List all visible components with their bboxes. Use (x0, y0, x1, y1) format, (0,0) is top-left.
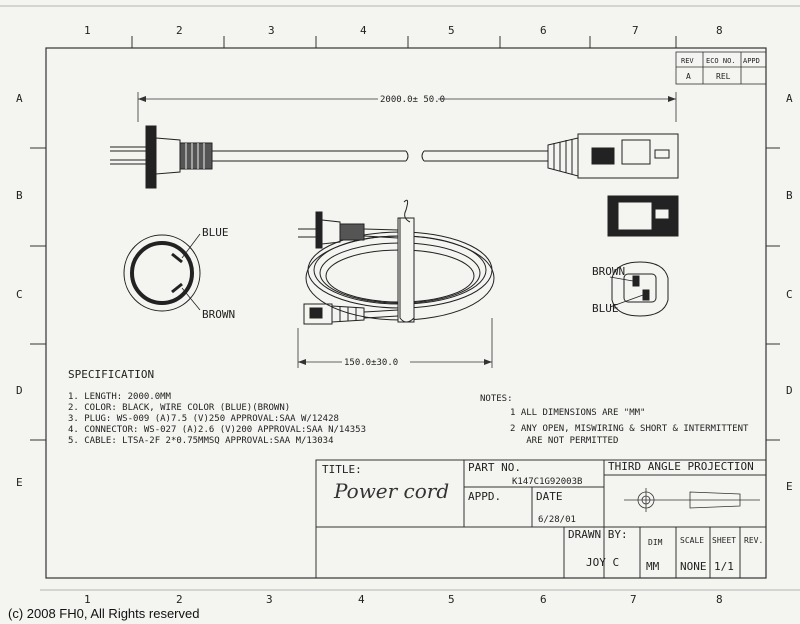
grid-col-bottom-2: 2 (176, 593, 183, 606)
date-label: DATE (536, 490, 563, 503)
plug-face-view (123, 233, 201, 312)
title-value: Power cord (333, 479, 449, 503)
spec-line-2: 2. COLOR: BLACK, WIRE COLOR (BLUE)(BROWN… (68, 403, 290, 413)
third-angle-projection-symbol (624, 488, 760, 512)
grid-col-top-4: 4 (360, 24, 367, 37)
grid-row-right-e: E (786, 480, 793, 493)
grid-col-top-5: 5 (448, 24, 455, 37)
grid-col-top-1: 1 (84, 24, 91, 37)
grid-row-right-a: A (786, 92, 793, 105)
note-line-1: 1 ALL DIMENSIONS ARE "MM" (510, 408, 645, 418)
grid-row-right-b: B (786, 189, 793, 202)
part-no-label: PART NO. (468, 461, 521, 474)
drawn-by-value: JOY C (586, 556, 619, 569)
dim-label: DIM (648, 538, 663, 547)
revision-block: REV ECO NO. APPD A REL (675, 51, 767, 85)
coiled-cord-view (298, 199, 495, 325)
grid-row-right-c: C (786, 288, 793, 301)
dim-value: MM (646, 560, 660, 573)
plug-brown-label: BROWN (202, 308, 235, 321)
copyright-notice: (c) 2008 FH0, All Rights reserved (8, 606, 200, 621)
eco-header: ECO NO. (706, 57, 736, 65)
grid-row-left-a: A (16, 92, 23, 105)
grid-col-bottom-5: 5 (448, 593, 455, 606)
grid-col-bottom-7: 7 (630, 593, 637, 606)
coil-width-dimension: 150.0±30.0 (297, 318, 493, 368)
connector-blue-label: BLUE (592, 302, 619, 315)
spec-line-5: 5. CABLE: LTSA-2F 2*0.75MMSQ APPROVAL:SA… (68, 436, 334, 446)
grid-col-bottom-8: 8 (716, 593, 723, 606)
spec-line-4: 4. CONNECTOR: WS-027 (A)2.6 (V)200 APPRO… (68, 425, 366, 435)
coil-width-label: 150.0±30.0 (344, 358, 398, 368)
connector-front-view (607, 195, 679, 237)
sheet-label: SHEET (712, 536, 736, 545)
grid-col-top-3: 3 (268, 24, 275, 37)
length-dimension: 2000.0± 50.0 (137, 92, 677, 122)
rev-label: REV. (744, 536, 763, 545)
spec-line-3: 3. PLUG: WS-009 (A)7.5 (V)250 APPROVAL:S… (68, 414, 339, 424)
grid-col-bottom-4: 4 (358, 593, 365, 606)
grid-col-bottom-6: 6 (540, 593, 547, 606)
grid-row-left-b: B (16, 189, 23, 202)
spec-line-1: 1. LENGTH: 2000.0MM (68, 392, 172, 402)
grid-top-labels: 1 2 3 4 5 6 7 8 (84, 24, 723, 48)
plug-side-view (110, 125, 548, 189)
grid-col-top-2: 2 (176, 24, 183, 37)
grid-row-left-e: E (16, 476, 23, 489)
notes-block: NOTES: 1 ALL DIMENSIONS ARE "MM" 2 ANY O… (480, 394, 749, 446)
title-label: TITLE: (322, 463, 362, 476)
grid-col-top-7: 7 (632, 24, 639, 37)
plug-blue-label: BLUE (202, 226, 229, 239)
appd-label: APPD. (468, 490, 501, 503)
grid-row-left-c: C (16, 288, 23, 301)
connector-side-view (547, 133, 679, 179)
specification-title: SPECIFICATION (68, 368, 154, 381)
date-value: 6/28/01 (538, 515, 576, 525)
sheet-value: 1/1 (714, 560, 734, 573)
grid-col-top-8: 8 (716, 24, 723, 37)
grid-row-labels: A B C D E A B C D E (16, 92, 793, 493)
part-no-value: K147C1G92003B (512, 477, 582, 487)
note-line-2: 2 ANY OPEN, MISWIRING & SHORT & INTERMIT… (510, 424, 749, 434)
drawn-by-label: DRAWN BY: (568, 528, 628, 541)
title-block (315, 459, 767, 579)
appd-header: APPD (743, 57, 760, 65)
grid-row-right-d: D (786, 384, 793, 397)
scale-label: SCALE (680, 536, 704, 545)
connector-face-view (609, 261, 669, 317)
scale-value: NONE (680, 560, 707, 573)
grid-col-top-6: 6 (540, 24, 547, 37)
grid-bottom-labels: 1 2 3 4 5 6 7 8 (84, 593, 723, 606)
rev-header: REV (681, 57, 694, 65)
projection-label: THIRD ANGLE PROJECTION (608, 460, 754, 473)
grid-col-bottom-1: 1 (84, 593, 91, 606)
notes-title: NOTES: (480, 394, 513, 404)
eco-value: REL (716, 72, 731, 81)
connector-brown-label: BROWN (592, 265, 625, 278)
grid-col-bottom-3: 3 (266, 593, 273, 606)
rev-value: A (686, 72, 691, 81)
note-line-3: ARE NOT PERMITTED (510, 436, 618, 446)
grid-row-left-d: D (16, 384, 23, 397)
overall-length-label: 2000.0± 50.0 (380, 95, 445, 105)
specification-block: SPECIFICATION 1. LENGTH: 2000.0MM 2. COL… (68, 368, 366, 446)
